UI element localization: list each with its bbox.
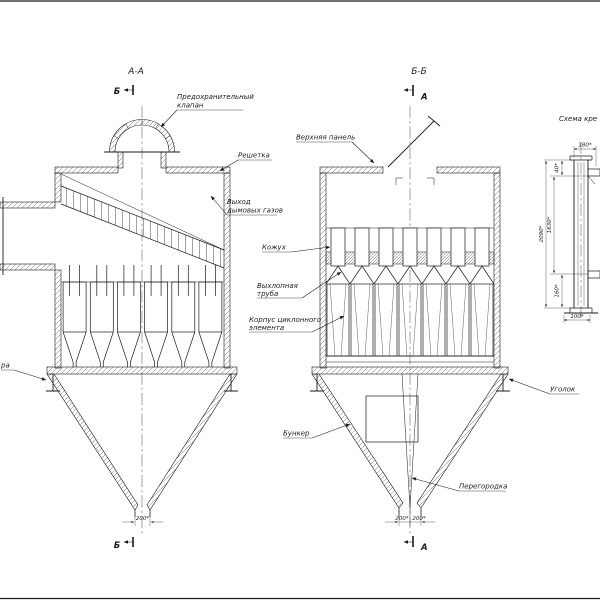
detail-dim-160: 160* bbox=[555, 284, 561, 297]
label-hopper-text: Бункер bbox=[283, 430, 310, 438]
label-partition-text: Перегородка bbox=[459, 483, 507, 491]
label-safety-valve: Предохранительный клапан bbox=[160, 93, 254, 128]
view-bb: Б-Б А А bbox=[249, 67, 579, 553]
cut-marker-b-top: Б bbox=[114, 85, 134, 97]
label-support-fragment-text: ра bbox=[0, 362, 10, 370]
flange-bb bbox=[310, 366, 510, 392]
view-aa: А-А Б Б bbox=[0, 67, 283, 551]
label-partition: Перегородка bbox=[411, 477, 507, 492]
hopper-bb bbox=[311, 373, 509, 516]
detail-dim-180: 180* bbox=[578, 143, 591, 149]
label-exhaust-pipe-line1: Выхлопная bbox=[257, 282, 298, 290]
label-hopper: Бункер bbox=[283, 423, 351, 439]
label-casing-text: Кожух bbox=[262, 244, 287, 252]
label-grid-text: Решетка bbox=[238, 152, 270, 160]
label-exhaust-pipe: Выхлопная труба bbox=[257, 271, 342, 299]
label-angle: Уголок bbox=[508, 378, 579, 395]
detail-dim-100: 100* bbox=[570, 314, 583, 320]
label-cyclone-body-line1: Корпус циклонного bbox=[249, 316, 321, 324]
cut-marker-a-top: А bbox=[403, 85, 428, 103]
chamber-walls-aa bbox=[54, 166, 231, 369]
cyclone-elements-bb bbox=[325, 227, 495, 363]
cut-marker-a-bottom: А bbox=[403, 536, 428, 553]
detail-dim-2090: 2090* bbox=[539, 225, 545, 242]
detail-dim-1630: 1630* bbox=[547, 216, 553, 233]
label-angle-text: Уголок bbox=[550, 386, 576, 394]
label-gas-exit: Выход дымовых газов bbox=[210, 195, 283, 216]
cyclone-elements-aa bbox=[61, 264, 224, 368]
label-cyclone-body: Корпус циклонного элемента bbox=[249, 315, 345, 333]
dim-outlet-aa-text: 200* bbox=[136, 516, 149, 522]
label-gas-exit-line1: Выход bbox=[227, 198, 251, 206]
safety-valve-dome bbox=[104, 119, 180, 169]
label-top-panel: Верхняя панель bbox=[296, 134, 375, 164]
label-safety-valve-line1: Предохранительный bbox=[177, 93, 254, 101]
cut-letter-b-bottom: Б bbox=[114, 541, 121, 551]
detail-dim-40: 40* bbox=[555, 163, 561, 173]
hopper-aa bbox=[46, 373, 238, 517]
cut-marker-b-bottom: Б bbox=[114, 537, 134, 551]
cut-letter-a-bottom: А bbox=[420, 543, 428, 553]
detail-channel bbox=[564, 142, 600, 320]
label-grid: Решетка bbox=[219, 152, 272, 172]
inlet-duct bbox=[0, 197, 56, 275]
hopper-access-door bbox=[365, 395, 419, 443]
detail-title: Схема кре bbox=[559, 115, 597, 123]
dim-outlet-bb-right: 200* bbox=[412, 516, 425, 522]
opened-top-panel bbox=[387, 115, 441, 168]
view-aa-title: А-А bbox=[127, 67, 144, 77]
label-top-panel-text: Верхняя панель bbox=[296, 134, 355, 142]
label-cyclone-body-line2: элемента bbox=[249, 324, 284, 332]
dim-outlet-bb-left: 200* bbox=[395, 516, 408, 522]
label-safety-valve-line2: клапан bbox=[177, 102, 204, 110]
distribution-grid bbox=[60, 173, 225, 269]
view-bb-title: Б-Б bbox=[411, 67, 427, 77]
detail-dimensions: 180* 40* 1630* 2090* 160* 100* bbox=[539, 143, 597, 323]
dim-outlet-aa: 200* bbox=[122, 512, 163, 526]
label-gas-exit-line2: дымовых газов bbox=[226, 207, 283, 215]
label-support-fragment: ра bbox=[0, 362, 47, 381]
label-casing: Кожух bbox=[262, 244, 331, 253]
dim-outlet-bb: 200* 200* bbox=[385, 510, 435, 526]
cut-letter-b-top: Б bbox=[114, 87, 121, 97]
cut-letter-a-top: А bbox=[420, 93, 428, 103]
label-exhaust-pipe-line2: труба bbox=[257, 290, 278, 298]
detail-mounting: Схема кре 180* 40* 1630* 2090* 160* bbox=[539, 115, 600, 323]
